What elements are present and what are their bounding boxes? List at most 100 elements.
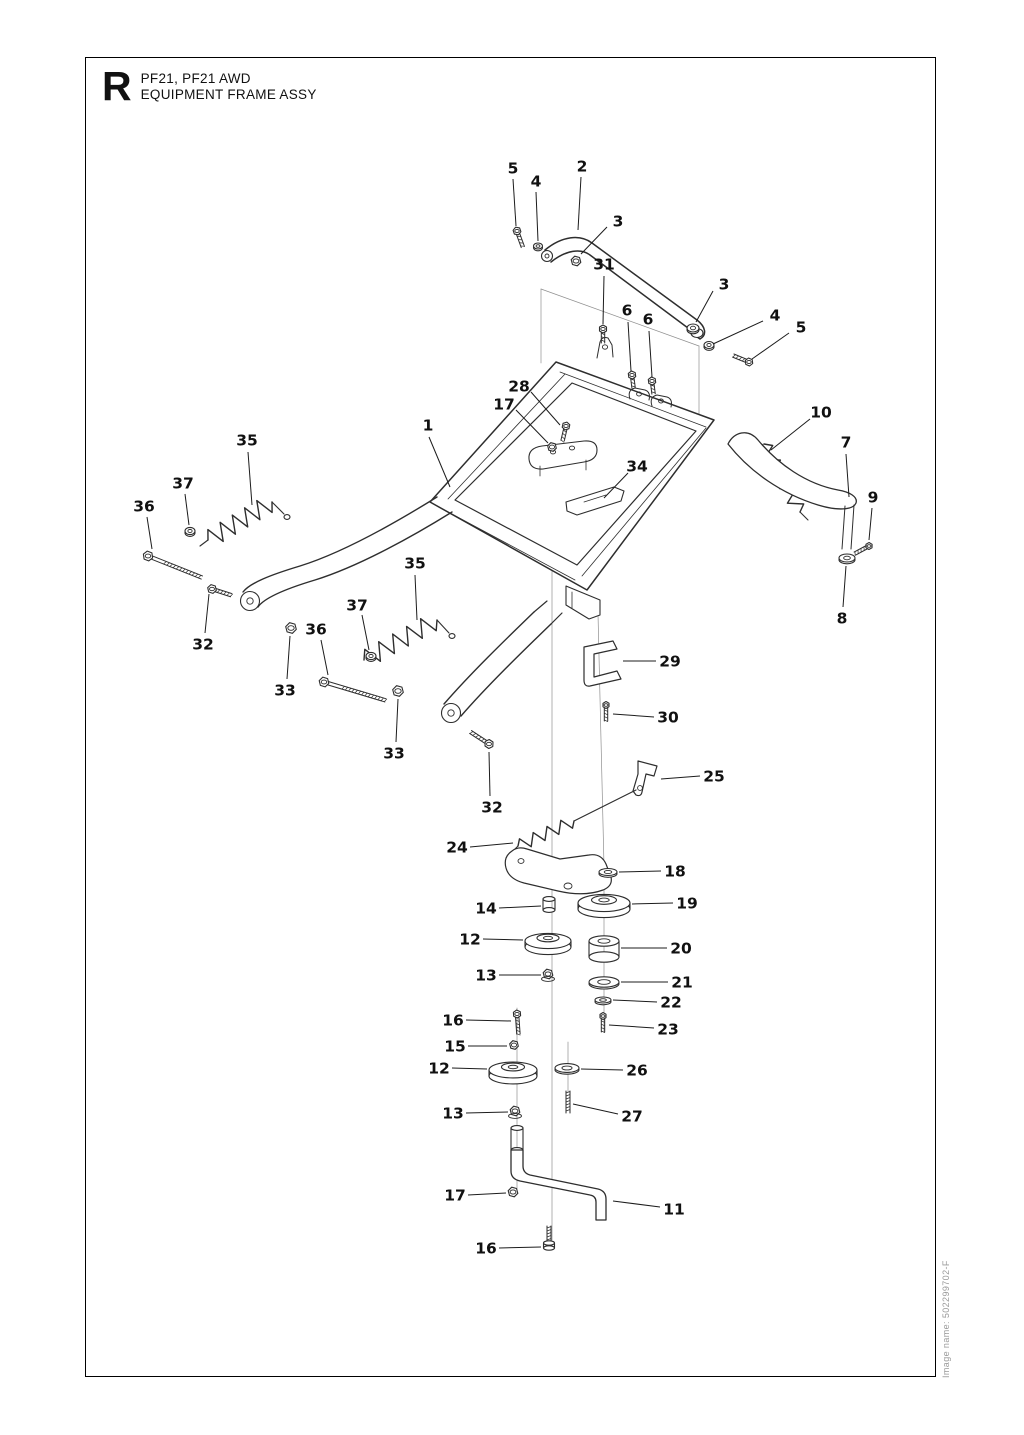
part-drawing [510, 1125, 524, 1131]
part-drawing [516, 1029, 521, 1032]
part-drawing [454, 382, 697, 566]
callout-14: 14 [475, 900, 497, 918]
part-drawing [732, 354, 736, 358]
part-drawing [546, 1232, 552, 1235]
model-title: PF21, PF21 AWD [140, 71, 251, 86]
part-drawing [242, 496, 438, 593]
callout-10: 10 [810, 404, 832, 422]
callout-30: 30 [657, 709, 679, 727]
leader-line [751, 332, 790, 360]
part-drawing [507, 1186, 519, 1198]
part-drawing [226, 592, 230, 596]
part-drawing [565, 1109, 571, 1112]
leader-line [580, 226, 608, 255]
part-drawing [469, 731, 474, 734]
part-drawing [320, 679, 328, 685]
part-drawing [542, 1245, 556, 1251]
part-drawing [546, 1238, 552, 1241]
part-drawing [600, 1020, 606, 1023]
part-drawing [600, 332, 606, 336]
part-drawing [478, 736, 482, 740]
part-drawing [184, 526, 196, 536]
page-header: R PF21, PF21 AWD EQUIPMENT FRAME ASSY [102, 66, 317, 107]
part-drawing [364, 692, 368, 697]
leader-line [648, 330, 653, 378]
callout-22: 22 [660, 994, 682, 1012]
callout-16: 16 [475, 1240, 497, 1258]
part-drawing [460, 623, 552, 717]
part-drawing [509, 1040, 519, 1050]
part-drawing [865, 541, 873, 551]
part-drawing [448, 633, 456, 639]
leader-line [498, 1246, 542, 1249]
part-drawing [573, 789, 637, 822]
leader-line [361, 614, 370, 651]
callout-3: 3 [719, 276, 730, 294]
part-drawing [547, 442, 557, 452]
part-drawing [603, 703, 609, 707]
part-drawing [146, 553, 203, 580]
part-drawing [514, 1012, 520, 1016]
part-drawing [509, 1105, 521, 1117]
part-drawing [600, 336, 606, 339]
part-drawing [841, 504, 855, 550]
callout-8: 8 [837, 610, 848, 628]
callout-1: 1 [423, 417, 434, 435]
part-drawing [187, 528, 193, 534]
part-drawing [598, 867, 618, 877]
part-drawing [561, 1065, 573, 1071]
part-drawing [178, 567, 183, 571]
leader-line [530, 391, 561, 426]
part-drawing [561, 436, 566, 440]
part-drawing [799, 511, 809, 521]
part-drawing [516, 1033, 521, 1036]
part-drawing [533, 600, 548, 613]
part-drawing [550, 612, 563, 625]
part-drawing [361, 691, 365, 696]
leader-line [286, 635, 291, 680]
part-drawing [738, 356, 743, 361]
callout-28: 28 [508, 378, 530, 396]
leader-line [535, 191, 539, 242]
part-drawing [285, 622, 297, 634]
leader-line [712, 320, 764, 345]
part-drawing [563, 424, 569, 428]
part-drawing [188, 571, 192, 575]
part-drawing [583, 640, 622, 687]
part-drawing [436, 619, 450, 634]
part-drawing [374, 695, 378, 700]
part-drawing [744, 357, 754, 367]
callout-18: 18 [664, 863, 686, 881]
part-drawing [229, 593, 234, 597]
part-drawing [581, 427, 707, 577]
part-drawing [191, 572, 196, 576]
part-drawing [649, 379, 655, 383]
leader-line [465, 1019, 512, 1022]
leader-line [603, 472, 629, 499]
part-drawing [484, 738, 494, 750]
callout-19: 19 [676, 895, 698, 913]
part-drawing [472, 733, 477, 736]
part-drawing [517, 819, 575, 848]
part-drawing [746, 360, 752, 364]
part-drawing [603, 869, 613, 875]
part-drawing [365, 651, 377, 661]
leader-line [184, 493, 190, 526]
part-drawing [600, 1014, 606, 1018]
callout-25: 25 [703, 768, 725, 786]
part-drawing [368, 653, 374, 659]
part-drawing [185, 569, 189, 574]
part-drawing [542, 896, 556, 902]
leader-line [428, 436, 451, 488]
callout-32: 32 [192, 636, 214, 654]
callout-13: 13 [475, 967, 497, 985]
assembly-title: EQUIPMENT FRAME ASSY [140, 87, 317, 103]
part-drawing [377, 696, 381, 701]
callout-26: 26 [626, 1062, 648, 1080]
callout-32: 32 [481, 799, 503, 817]
part-drawing [588, 976, 620, 988]
part-drawing [546, 1235, 552, 1238]
leader-line [695, 290, 714, 323]
part-drawing [363, 618, 438, 662]
